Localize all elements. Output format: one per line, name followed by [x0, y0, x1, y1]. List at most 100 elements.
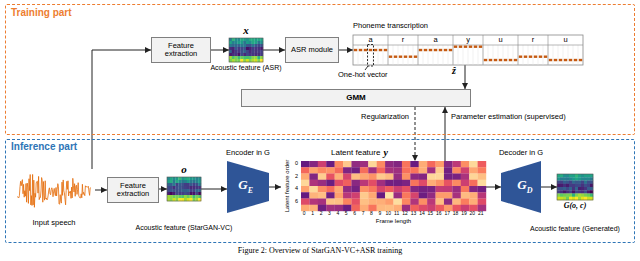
one-hot-mark [439, 49, 442, 51]
spectrogram-cell [170, 186, 173, 189]
tick-label: 0 [295, 160, 298, 166]
spectrogram-cell [240, 56, 243, 59]
heatmap-cell [410, 174, 419, 180]
spectrogram-cell [184, 189, 187, 192]
spectrogram-cell [195, 189, 198, 192]
spectrogram-cell [184, 180, 187, 183]
frame-line [493, 45, 494, 65]
frame-line [383, 45, 384, 65]
frame-line [523, 45, 524, 65]
spectrogram-cell [176, 183, 179, 186]
spectrogram-cell [575, 194, 578, 197]
heatmap-cell [385, 167, 394, 173]
spectrogram-cell [195, 177, 198, 180]
spectrogram-cell [170, 177, 173, 180]
spectrogram-cell [240, 38, 243, 41]
heatmap-cell [385, 199, 394, 205]
spectrogram-cell [187, 177, 190, 180]
connector [445, 107, 446, 161]
heatmap-cell [461, 167, 470, 173]
heatmap-cell [301, 180, 310, 186]
one-hot-mark [569, 59, 572, 61]
spectrogram-cell [566, 190, 569, 193]
one-hot-mark [564, 59, 567, 61]
connector [486, 187, 501, 188]
callout-label: One-hot vector [338, 71, 388, 80]
network-label: E [248, 186, 253, 195]
connector [415, 107, 416, 161]
heatmap-cell [452, 199, 461, 205]
spectrogram-cell [170, 189, 173, 192]
frame-line [378, 45, 379, 65]
spectrogram-cell [255, 56, 258, 59]
spectrogram-cell [190, 195, 193, 198]
spectrogram-cell [167, 186, 170, 189]
heatmap-cell [335, 161, 344, 167]
heatmap-cell [335, 192, 344, 198]
frame-line [553, 45, 554, 65]
heatmap-cell [402, 199, 411, 205]
spectrogram-cell [181, 195, 184, 198]
heatmap-cell [326, 192, 335, 198]
spectrogram-cell [240, 44, 243, 47]
spectrogram-cell [584, 174, 587, 177]
spectrogram-cell [584, 190, 587, 193]
spectrogram-cell [563, 174, 566, 177]
spectrogram-cell [563, 190, 566, 193]
spectrogram-cell [563, 177, 566, 180]
spectrogram-cell [243, 41, 246, 44]
heatmap-cell [343, 167, 352, 173]
heatmap-cell [326, 174, 335, 180]
spectrogram-cell [190, 180, 193, 183]
heatmap-cell [410, 167, 419, 173]
one-hot-mark [549, 59, 552, 61]
latent-label: y [383, 147, 387, 159]
heatmap-cell [351, 199, 360, 205]
leader-line [365, 66, 368, 70]
one-hot-mark [539, 56, 542, 58]
frame-line [373, 45, 374, 65]
frame-line [498, 45, 499, 65]
heatmap-cell [478, 161, 487, 167]
spectrogram-cell [563, 187, 566, 190]
spectrogram-cell [257, 44, 260, 47]
one-hot-mark [509, 59, 512, 61]
spectrogram-cell [563, 184, 566, 187]
heatmap-cell [461, 192, 470, 198]
heatmap-cell [343, 174, 352, 180]
heatmap-cell [478, 199, 487, 205]
spectrogram-cell [243, 56, 246, 59]
tick-label: 14 [419, 211, 425, 217]
spectrogram-cell [243, 47, 246, 50]
heatmap-cell [461, 180, 470, 186]
spectrogram-cell [557, 177, 560, 180]
spectrogram-cell [557, 194, 560, 197]
spectrogram-cell [229, 44, 232, 47]
spectrogram-cell [563, 197, 566, 200]
spectrogram-cell [557, 174, 560, 177]
spectrogram-cell [257, 56, 260, 59]
heatmap-cell [427, 174, 436, 180]
heatmap-cell [335, 174, 344, 180]
heatmap-cell [444, 167, 453, 173]
spectrogram-cell [243, 53, 246, 56]
spectrogram-cell [560, 187, 563, 190]
one-hot-mark [504, 59, 507, 61]
frame-line [573, 45, 574, 65]
one-hot-mark [374, 49, 377, 51]
frame-line [503, 45, 504, 65]
heatmap-cell [343, 192, 352, 198]
heatmap-cell [326, 167, 335, 173]
feature-label: x [243, 24, 249, 37]
frame-line [428, 45, 429, 65]
heatmap-cell [436, 192, 445, 198]
spectrogram-cell [249, 47, 252, 50]
spectrogram-cell [167, 189, 170, 192]
spectrogram-cell [246, 47, 249, 50]
spectrogram-cell [178, 195, 181, 198]
spectrogram-cell [569, 181, 572, 184]
heatmap-cell [351, 192, 360, 198]
spectrogram-cell [587, 197, 590, 200]
heatmap-cell [461, 174, 470, 180]
image-frame [229, 38, 263, 62]
